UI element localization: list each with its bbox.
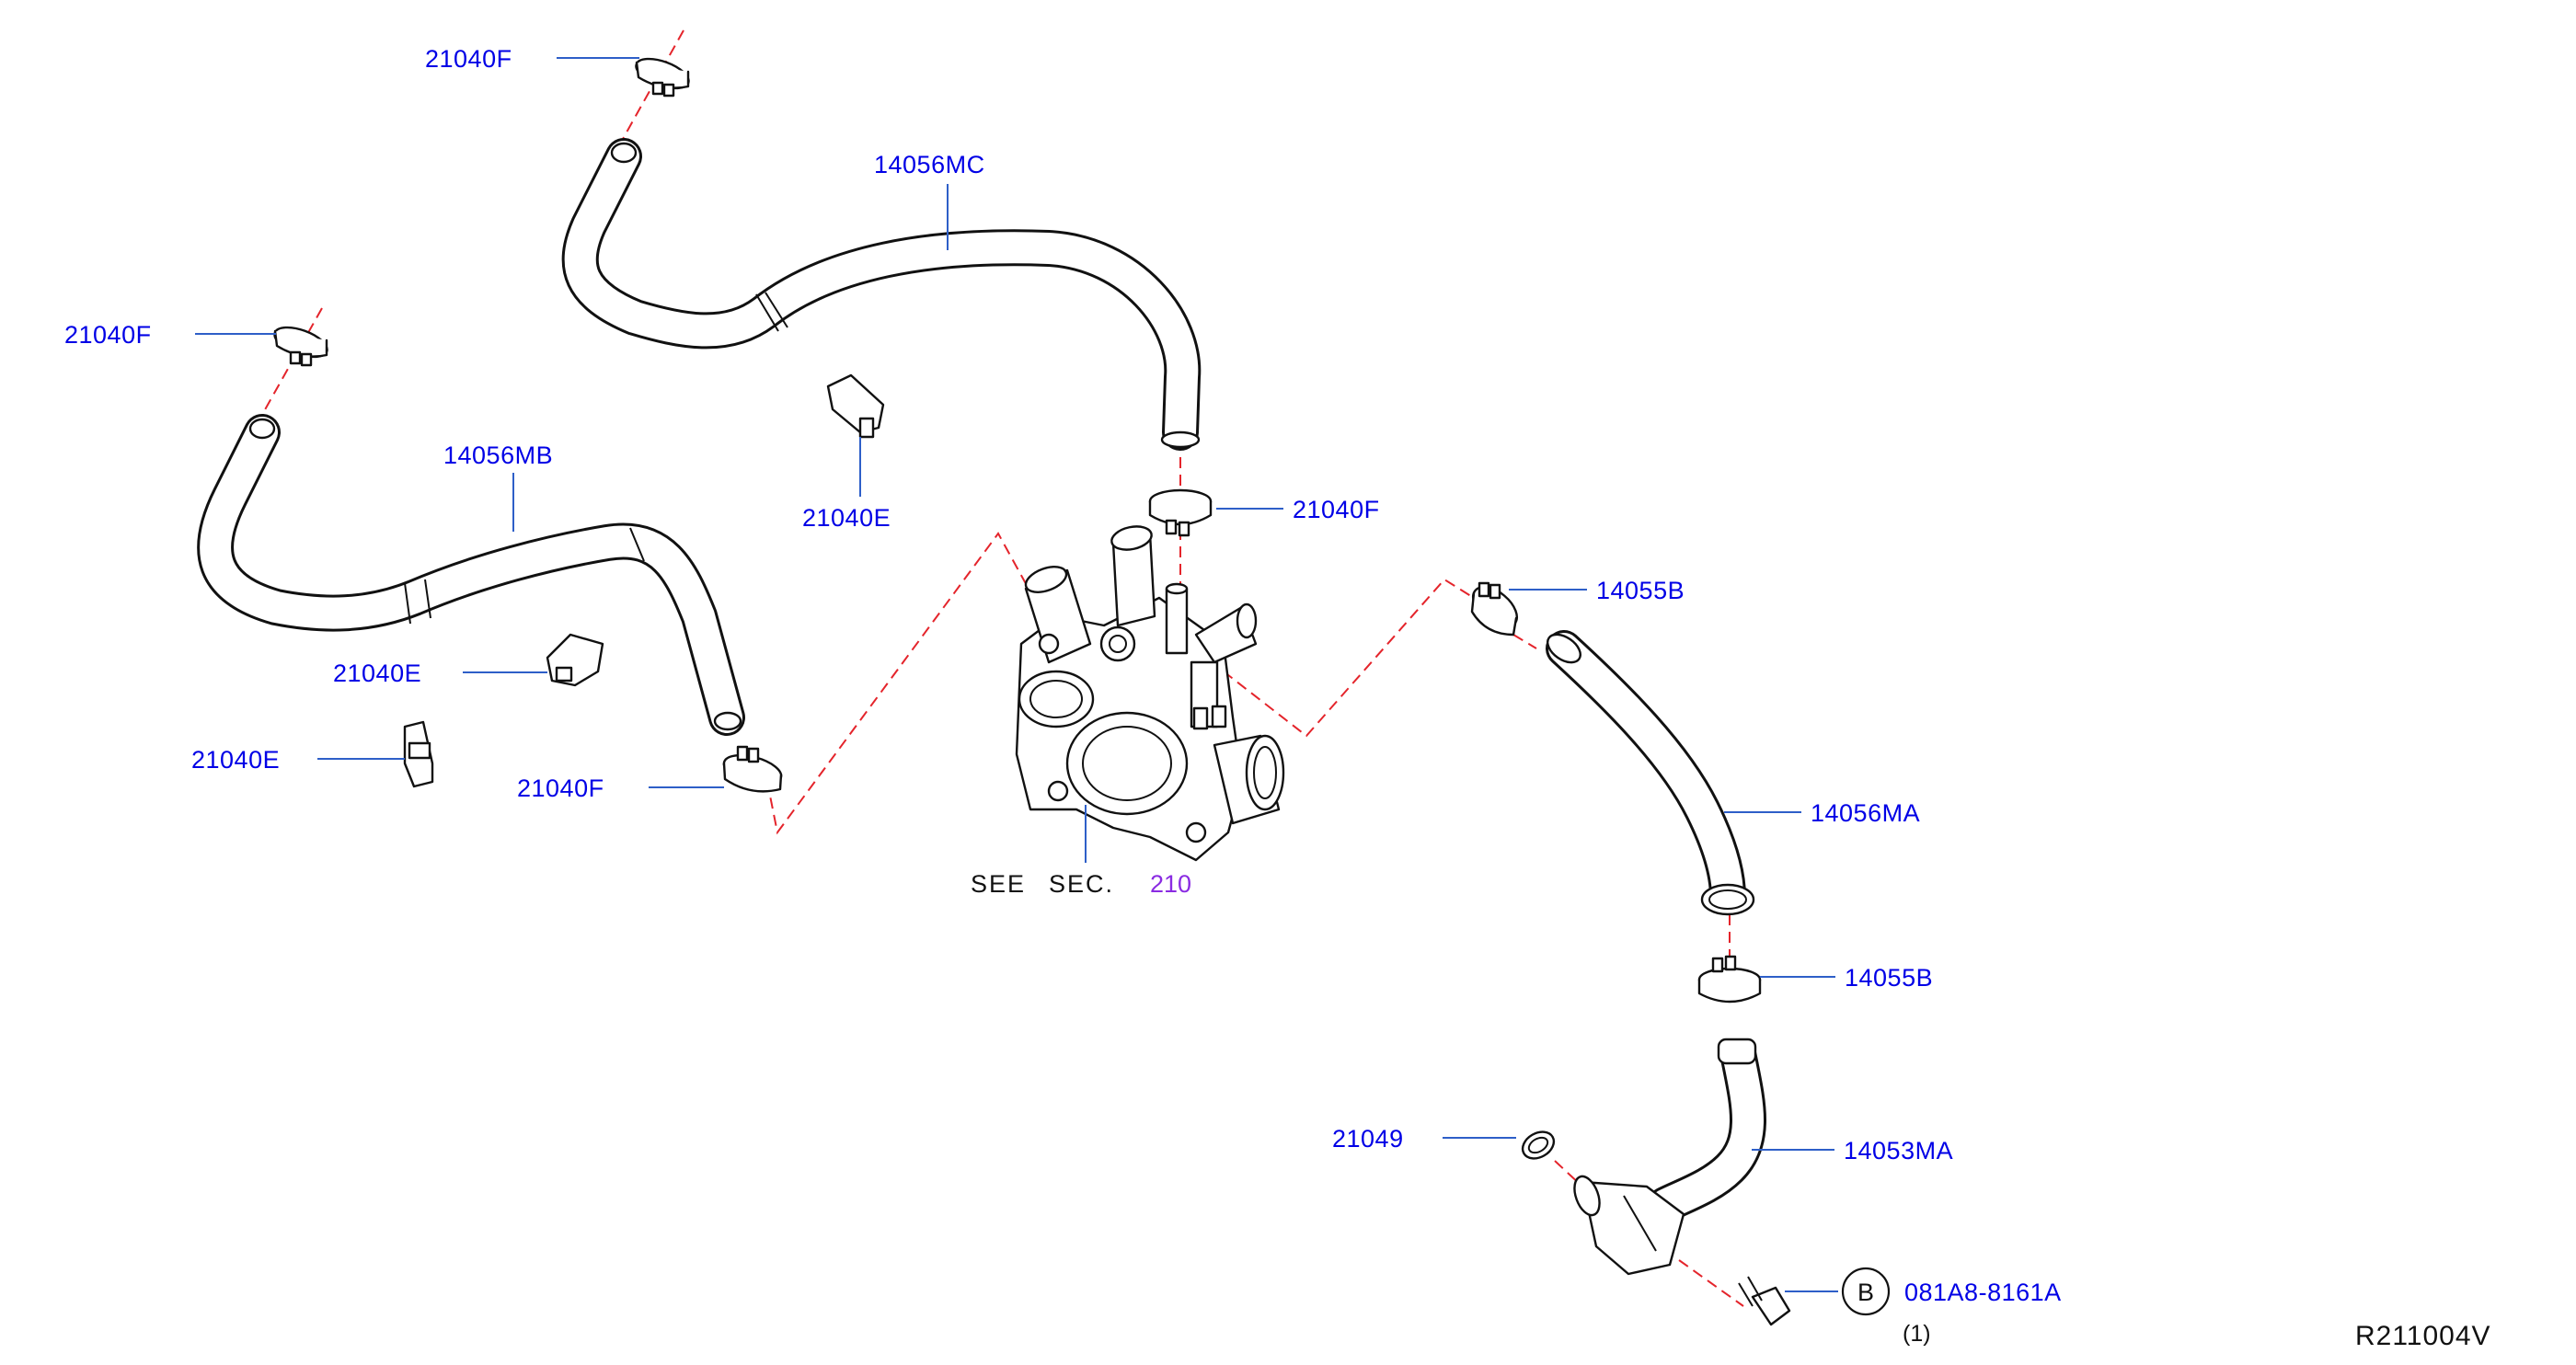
clamp-14055b-right-low[interactable]	[1697, 955, 1762, 1004]
clamp-21040f-bottom-left[interactable]	[720, 745, 784, 793]
clip-21040e-center[interactable]	[826, 373, 885, 439]
label-21040f-center: 21040F	[1293, 496, 1380, 523]
sec-text: SEC.	[1049, 870, 1114, 898]
label-21040e-left-mid: 21040E	[333, 660, 421, 687]
see-text: SEE	[971, 870, 1026, 898]
oring-21049[interactable]	[1518, 1127, 1558, 1164]
label-21040e-left-low: 21040E	[191, 746, 280, 774]
label-14053ma: 14053MA	[1844, 1137, 1953, 1164]
leader-lines	[195, 57, 1838, 1292]
label-21040f-left: 21040F	[64, 321, 152, 349]
assembly-lines	[254, 29, 1744, 1307]
diagram-id: R211004V	[2355, 1321, 2491, 1351]
label-14055b-right-low: 14055B	[1845, 964, 1933, 992]
bolt-081a8-8161a[interactable]	[1738, 1276, 1791, 1326]
label-21040f-top: 21040F	[425, 45, 512, 73]
label-14056mc: 14056MC	[874, 151, 985, 178]
hose-14056ma[interactable]	[1543, 629, 1755, 916]
label-bolt-qty: (1)	[1903, 1321, 1931, 1347]
label-21040e-center: 21040E	[802, 504, 891, 532]
thermostat-housing[interactable]	[1015, 523, 1285, 862]
clamp-21040f-center[interactable]	[1148, 488, 1213, 537]
section-ref-210[interactable]: 210	[1150, 870, 1191, 898]
clamp-14055b-right-top[interactable]	[1466, 579, 1524, 637]
hose-14056mb[interactable]	[197, 414, 745, 736]
callout-labels: 21040F 14056MC 21040F 14056MB 21040E 210…	[64, 45, 2062, 1347]
label-14055b-right-top: 14055B	[1596, 577, 1685, 604]
clamp-21040f-top[interactable]	[632, 53, 692, 98]
bolt-marker-letter: B	[1857, 1279, 1874, 1306]
clip-21040e-left-mid[interactable]	[546, 633, 604, 687]
clamp-21040f-left[interactable]	[270, 322, 330, 367]
label-14056ma: 14056MA	[1811, 799, 1920, 827]
label-21040f-bottom-left: 21040F	[517, 774, 604, 802]
pipe-14053ma[interactable]	[1570, 1038, 1766, 1276]
label-081a8-8161a: 081A8-8161A	[1904, 1279, 2062, 1306]
hose-14056mc[interactable]	[561, 138, 1202, 451]
clip-21040e-left-low[interactable]	[403, 720, 434, 788]
bolt-marker-b: B	[1841, 1267, 1891, 1316]
label-21049: 21049	[1332, 1125, 1404, 1153]
see-section-reference[interactable]: SEE SEC. 210	[971, 870, 1191, 898]
label-14056mb: 14056MB	[443, 442, 553, 469]
